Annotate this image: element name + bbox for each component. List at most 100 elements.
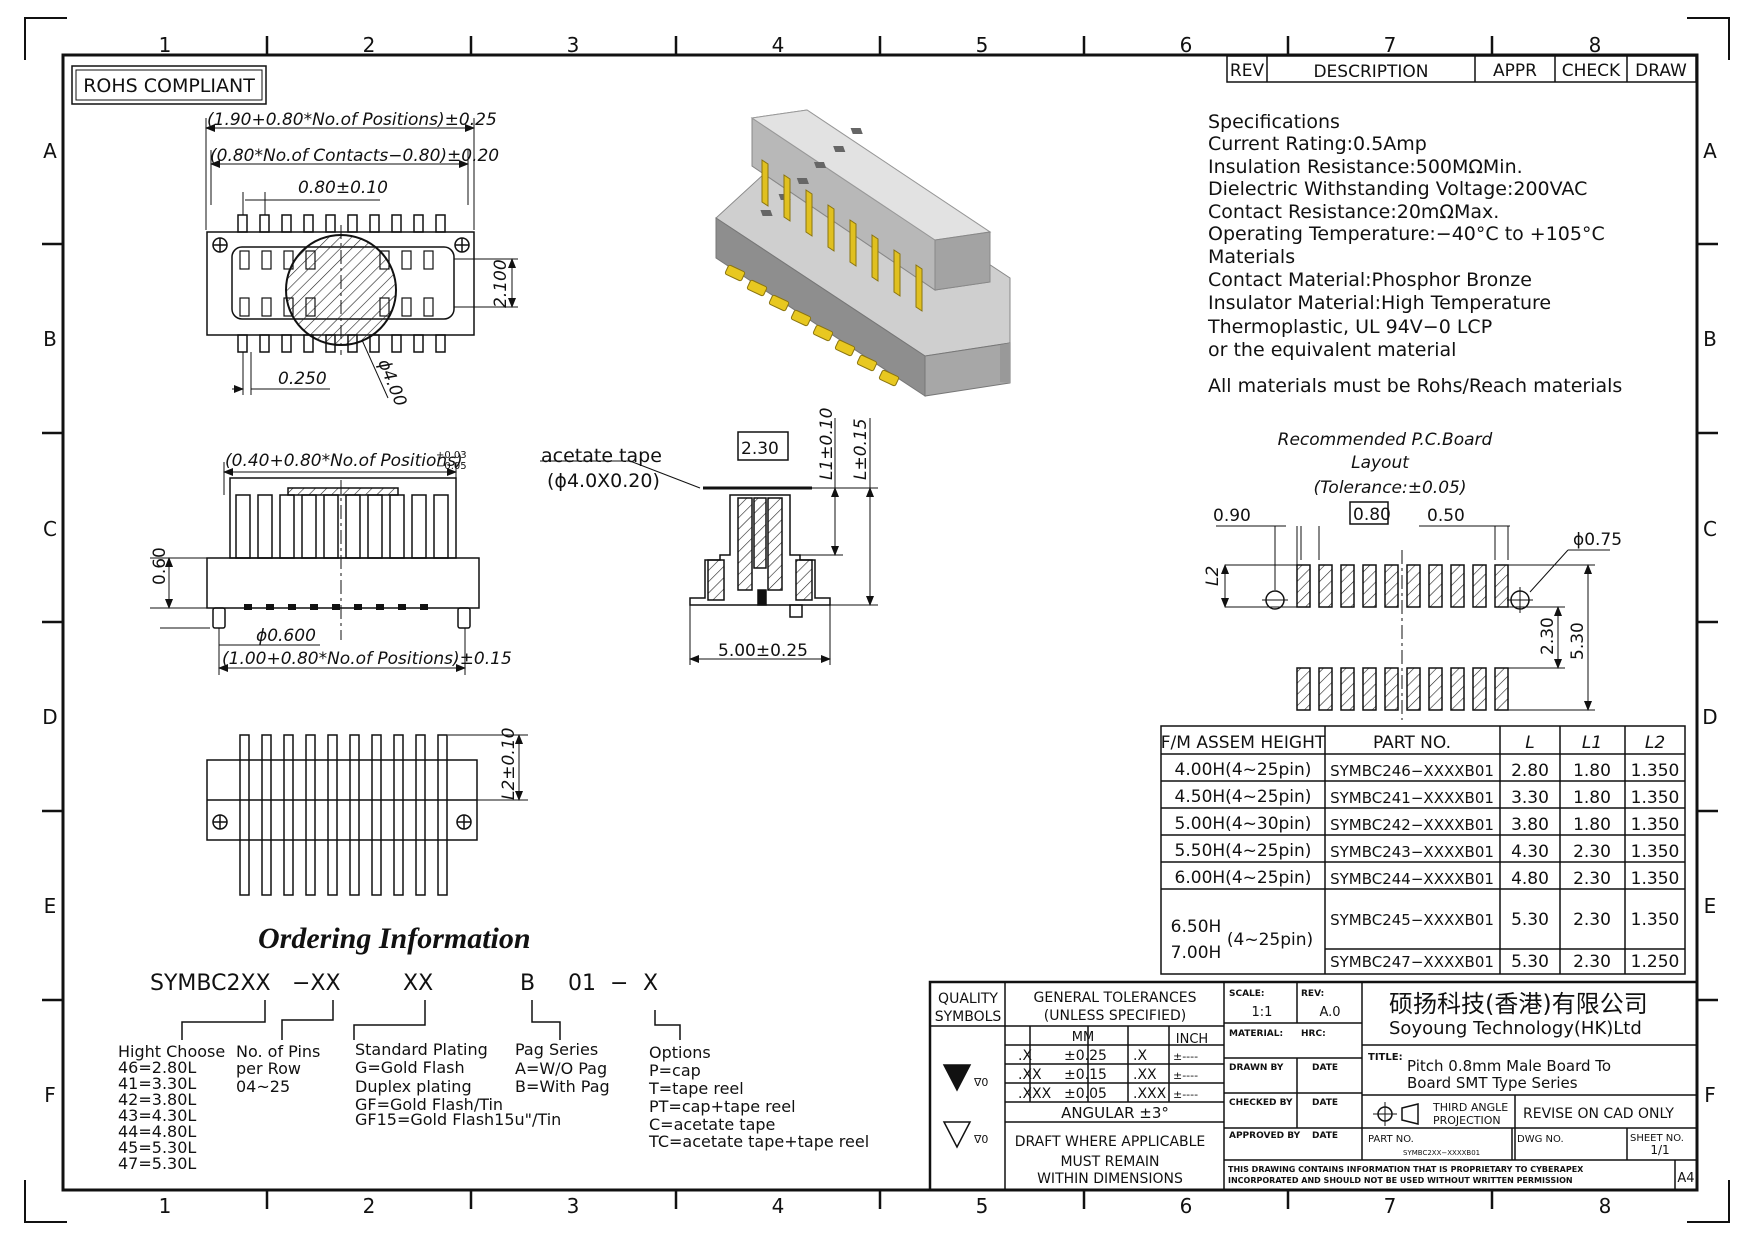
title-block-text: QUALITY SYMBOLS ∇0 ∇0 GENERAL TOLERANCES… xyxy=(935,989,1695,1187)
zone-label: C xyxy=(1703,517,1717,541)
zone-label: A xyxy=(43,139,57,163)
tol-cell: ±0.25 xyxy=(1064,1048,1107,1064)
table-cell: 4.30 xyxy=(1511,842,1549,862)
zone-label: E xyxy=(44,894,57,918)
rohs-stamp: ROHS COMPLIANT xyxy=(71,65,267,105)
title-label: TITLE: xyxy=(1368,1052,1403,1063)
ordering-line: 45=5.30L xyxy=(118,1138,196,1157)
table-cell: 6.50H xyxy=(1171,917,1222,937)
spec-line: Contact Resistance:20mΩMax. xyxy=(1208,201,1499,223)
dim-050: 0.50 xyxy=(1427,506,1465,526)
zone-label: 3 xyxy=(567,33,580,57)
dim-hole: ϕ0.75 xyxy=(1573,530,1622,550)
ordering-group-pag: Pag Series A=W/O Pag B=With Pag xyxy=(515,1040,610,1096)
table-cell: 5.00H(4~30pin) xyxy=(1175,814,1312,834)
dim-pcb-230: 2.30 xyxy=(1538,617,1558,655)
acetate-tape-size: (ϕ4.0X0.20) xyxy=(547,470,660,492)
scale-label: SCALE: xyxy=(1229,989,1265,999)
spec-line: Insulation Resistance:500MΩMin. xyxy=(1208,156,1523,178)
rev-header-rev: REV xyxy=(1230,61,1265,81)
sheet-no-value: 1/1 xyxy=(1650,1143,1669,1157)
table-cell: 5.50H(4~25pin) xyxy=(1175,841,1312,861)
quality-symbol-1: ∇0 xyxy=(973,1076,988,1089)
dim-l: L±0.15 xyxy=(851,418,871,480)
zone-labels-left: A B C D E F xyxy=(42,139,57,1107)
draft-note: DRAFT WHERE APPLICABLE xyxy=(1015,1134,1206,1150)
zone-label: B xyxy=(43,327,57,351)
ordering-line: Options xyxy=(649,1043,711,1062)
zone-labels-bottom: 1 2 3 4 5 6 7 8 xyxy=(159,1194,1612,1218)
material-label: MATERIAL: xyxy=(1229,1029,1283,1039)
code-plating: 01 xyxy=(568,971,596,996)
pcb-title-line: Recommended P.C.Board xyxy=(1278,430,1493,450)
date-label: DATE xyxy=(1312,1098,1338,1108)
spec-line: Insulator Material:High Temperature xyxy=(1208,292,1551,314)
rohs-label: ROHS COMPLIANT xyxy=(83,75,255,97)
table-cell: 6.00H(4~25pin) xyxy=(1175,868,1312,888)
ordering-line: 41=3.30L xyxy=(118,1074,196,1093)
pcb-title-line: Layout xyxy=(1351,453,1410,473)
dim-nozzle-box: 2.30 xyxy=(741,439,779,459)
ordering-line: Standard Plating xyxy=(355,1040,488,1059)
table-cell: 1.350 xyxy=(1631,842,1680,862)
dim-l1: L1±0.10 xyxy=(817,408,837,480)
table-cell: 2.30 xyxy=(1573,952,1611,972)
table-cell: 1.350 xyxy=(1631,815,1680,835)
company-name-en: Soyoung Technology(HK)Ltd xyxy=(1389,1018,1642,1039)
top-view xyxy=(205,118,518,399)
zone-label: C xyxy=(43,517,57,541)
ordering-group-height: Hight Choose 46=2.80L 41=3.30L 42=3.80L … xyxy=(118,1042,225,1173)
table-cell: 1.350 xyxy=(1631,761,1680,781)
table-cell: 5.30 xyxy=(1511,910,1549,930)
rev-header-description: DESCRIPTION xyxy=(1313,62,1428,82)
drawn-by-label: DRAWN BY xyxy=(1229,1063,1284,1073)
ordering-line: per Row xyxy=(236,1059,301,1078)
ordering-line: Duplex plating xyxy=(355,1077,472,1096)
title-line: Pitch 0.8mm Male Board To xyxy=(1407,1057,1611,1075)
dim-pad-width: 0.250 xyxy=(278,369,327,389)
table-header-l: L xyxy=(1525,733,1534,753)
side-contacts xyxy=(235,494,449,559)
zone-ticks xyxy=(42,36,1718,1209)
tol-cell: ±---- xyxy=(1173,1088,1198,1101)
tol-cell: .X xyxy=(1018,1048,1032,1064)
ordering-line: 04~25 xyxy=(236,1077,290,1096)
dim-overall-length: (1.90+0.80*No.of Positions)±0.25 xyxy=(207,110,497,130)
approved-by-label: APPROVED BY xyxy=(1229,1131,1301,1141)
spec-line: All materials must be Rohs/Reach materia… xyxy=(1208,375,1622,397)
dim-body-width: 5.00±0.25 xyxy=(718,641,808,661)
pcb-title-line: (Tolerance:±0.05) xyxy=(1314,478,1467,498)
dim-housing-length: (0.40+0.80*No.of Positions) xyxy=(225,451,463,471)
ordering-line: No. of Pins xyxy=(236,1042,320,1061)
code-option: X xyxy=(643,971,658,996)
spec-line: or the equivalent material xyxy=(1208,339,1456,361)
draft-note: MUST REMAIN xyxy=(1060,1154,1159,1170)
table-cell: 1.80 xyxy=(1573,788,1611,808)
company-name-cn: 硕扬科技(香港)有限公司 xyxy=(1389,990,1648,1018)
table-cell: 1.250 xyxy=(1631,952,1680,972)
spec-line: Dielectric Withstanding Voltage:200VAC xyxy=(1208,178,1587,200)
ordering-code: SYMBC2XX −XX XX B 01 − X xyxy=(150,971,658,996)
tol-cell: ±---- xyxy=(1173,1069,1198,1082)
ordering-line: GF15=Gold Flash15u"/Tin xyxy=(355,1110,561,1129)
top-view-dims: (1.90+0.80*No.of Positions)±0.25 (0.80*N… xyxy=(207,110,511,409)
bottom-view xyxy=(206,734,528,896)
table-cell: 2.30 xyxy=(1573,910,1611,930)
zone-label: E xyxy=(1704,894,1717,918)
tol-cell: .XXX xyxy=(1018,1086,1052,1102)
specifications: Specifications Current Rating:0.5Amp Ins… xyxy=(1207,111,1622,397)
date-label: DATE xyxy=(1312,1063,1338,1073)
table-cell: 1.80 xyxy=(1573,815,1611,835)
tol-cell: ±0.05 xyxy=(1064,1086,1107,1102)
table-cell: 2.30 xyxy=(1573,842,1611,862)
isometric-view xyxy=(715,109,1011,397)
checked-by-label: CHECKED BY xyxy=(1229,1098,1293,1108)
spec-line: Operating Temperature:−40°C to +105°C xyxy=(1208,223,1605,245)
zone-label: A xyxy=(1703,139,1717,163)
ordering-line: 47=5.30L xyxy=(118,1154,196,1173)
angular-tol: ANGULAR ±3° xyxy=(1061,1104,1169,1122)
tol-cell: ±---- xyxy=(1173,1050,1198,1063)
zone-label: B xyxy=(1703,327,1717,351)
table-cell: 1.350 xyxy=(1631,869,1680,889)
ordering-line: 46=2.80L xyxy=(118,1058,196,1077)
